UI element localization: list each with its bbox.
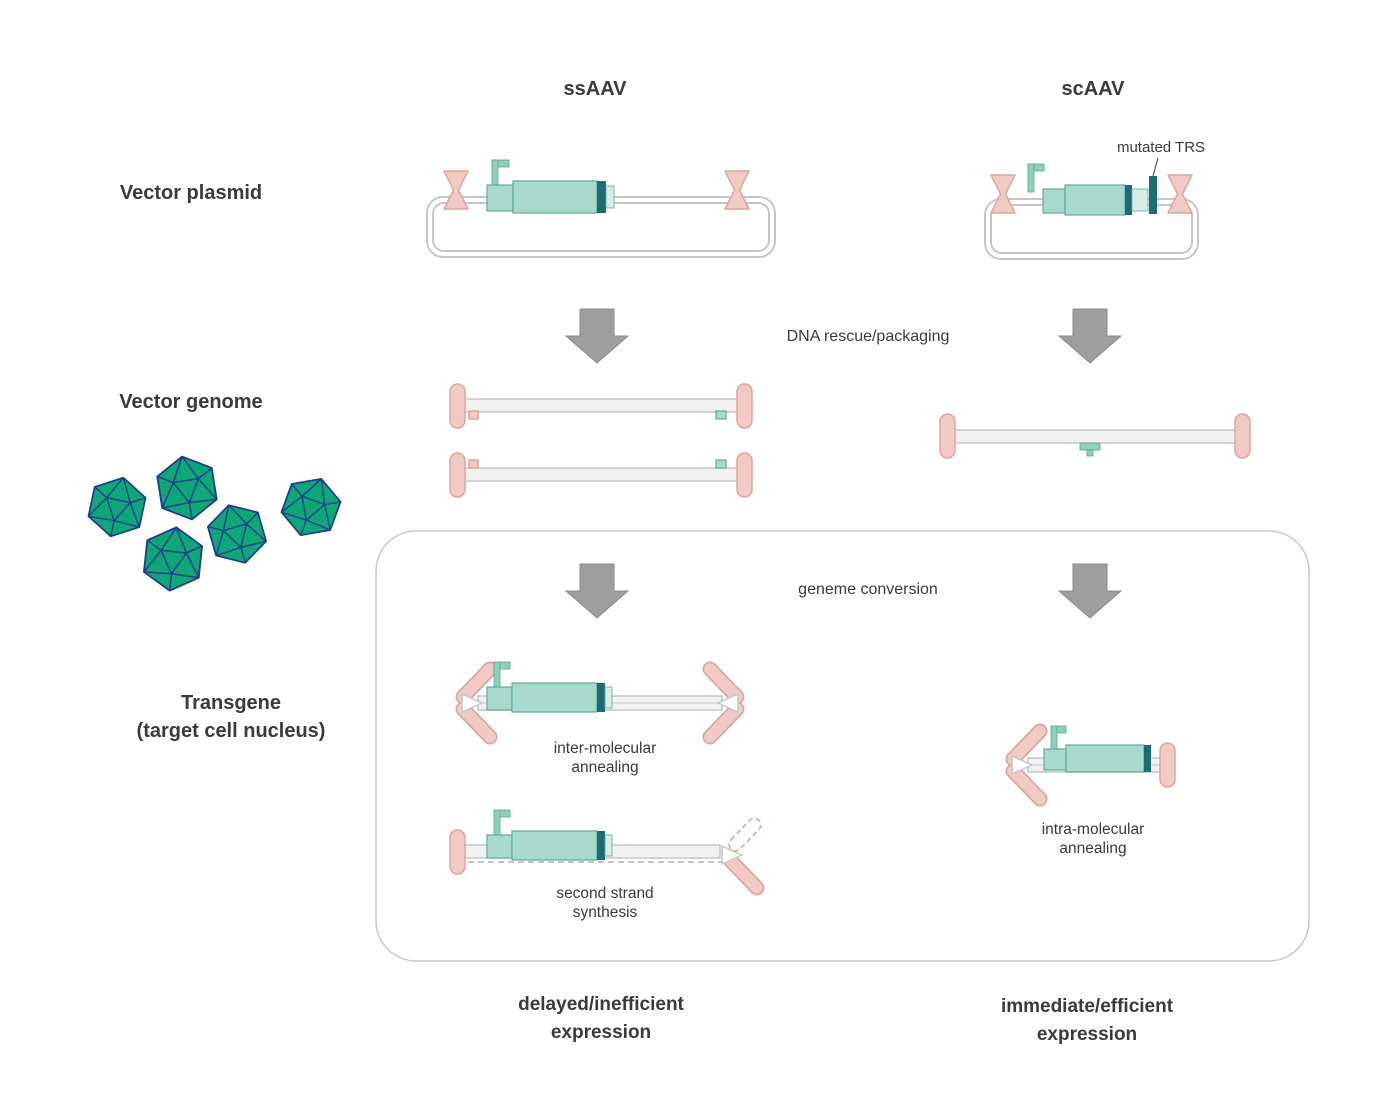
transgene-cassette [1065, 744, 1145, 773]
itr-pill-icon [449, 452, 466, 498]
itr-pill-icon [939, 413, 956, 459]
capsid-icon [153, 451, 221, 525]
inter-molecular-annealing-label: inter-molecular annealing [554, 739, 657, 777]
row-label-transgene: Transgene (target cell nucleus) [137, 689, 326, 745]
itr-pill-icon [1234, 413, 1251, 459]
column-header-scaav: scAAV [1061, 78, 1125, 100]
down-arrow-icon [1057, 308, 1123, 364]
outcome-ssaav-line1: delayed/inefficient [518, 994, 684, 1015]
outcome-label-ssaav: delayed/inefficient expression [518, 991, 684, 1047]
outcome-scaav-line1: immediate/efficient [1000, 996, 1174, 1017]
second-strand-synthesis-structure [449, 809, 765, 896]
ssaav-genome-strand-plus [449, 383, 753, 429]
itr-bowtie-icon [1167, 174, 1193, 214]
mutated-trs-pointer-line [1152, 157, 1159, 177]
itr-pill-icon [736, 383, 753, 429]
outcome-label-scaav: immediate/efficient expression [1001, 993, 1173, 1049]
itr-pill-icon [1159, 742, 1176, 788]
itr-bowtie-icon [443, 170, 469, 210]
transgene-cassette [1064, 184, 1126, 216]
itr-fold-icon [1011, 755, 1033, 775]
scaav-vector-plasmid [984, 157, 1199, 260]
inter-molecular-line1: inter-molecular [553, 740, 657, 757]
outcome-scaav-line2: expression [1036, 1024, 1138, 1045]
intra-molecular-annealing-label: intra-molecular annealing [1042, 820, 1145, 858]
capsid-icon [141, 523, 205, 595]
nucleus-box [375, 530, 1310, 962]
capsid-icon [202, 497, 272, 571]
ssaav-genome-strands [449, 383, 753, 498]
ssaav-vector-plasmid [426, 159, 776, 258]
transgene-label-line1: Transgene [180, 692, 282, 714]
transgene-label-line2: (target cell nucleus) [136, 720, 326, 742]
itr-pill-dashed-icon [728, 817, 762, 852]
column-header-ssaav: ssAAV [563, 78, 627, 100]
mutated-trs-bar [1149, 176, 1157, 214]
central-trs-tab [1079, 442, 1101, 451]
down-arrow-icon [564, 563, 630, 619]
itr-pill-icon [449, 829, 466, 875]
intra-molecular-line1: intra-molecular [1041, 821, 1145, 838]
row-label-vector-genome: Vector genome [119, 391, 263, 413]
itr-bowtie-icon [724, 170, 750, 210]
itr-pill-icon [736, 452, 753, 498]
second-strand-line2: synthesis [572, 904, 638, 921]
capsid-icon [275, 469, 347, 545]
capsid-icon [84, 471, 150, 543]
second-strand-line1: second strand [556, 885, 654, 902]
transgene-cassette [511, 830, 598, 861]
aav-capsids [84, 451, 347, 595]
intra-molecular-line2: annealing [1059, 840, 1127, 857]
transgene-cassette [512, 180, 598, 214]
ssaav-genome-strand-minus [449, 452, 753, 498]
itr-bowtie-icon [990, 174, 1016, 214]
polya-band [597, 181, 606, 213]
inter-molecular-line2: annealing [571, 759, 639, 776]
outcome-ssaav-line2: expression [550, 1022, 652, 1043]
itr-pill-icon [449, 383, 466, 429]
dna-rescue-packaging-label: DNA rescue/packaging [786, 328, 950, 345]
scaav-genome-strand [939, 413, 1251, 459]
second-strand-synthesis-label: second strand synthesis [556, 884, 653, 922]
inter-molecular-annealing-structure [455, 661, 745, 745]
genome-conversion-label: geneme conversion [798, 581, 938, 598]
itr-fold-icon [461, 693, 483, 713]
down-arrow-icon [1057, 563, 1123, 619]
transgene-cassette [511, 682, 598, 713]
mutated-trs-label: mutated TRS [1116, 139, 1206, 156]
itr-fold-icon [717, 693, 739, 713]
down-arrow-icon [564, 308, 630, 364]
conversion-arrows [564, 563, 1123, 619]
packaging-arrows [564, 308, 1123, 364]
itr-fold-icon [721, 845, 743, 865]
intra-molecular-annealing-structure [1005, 723, 1176, 807]
row-label-vector-plasmid: Vector plasmid [119, 182, 263, 204]
